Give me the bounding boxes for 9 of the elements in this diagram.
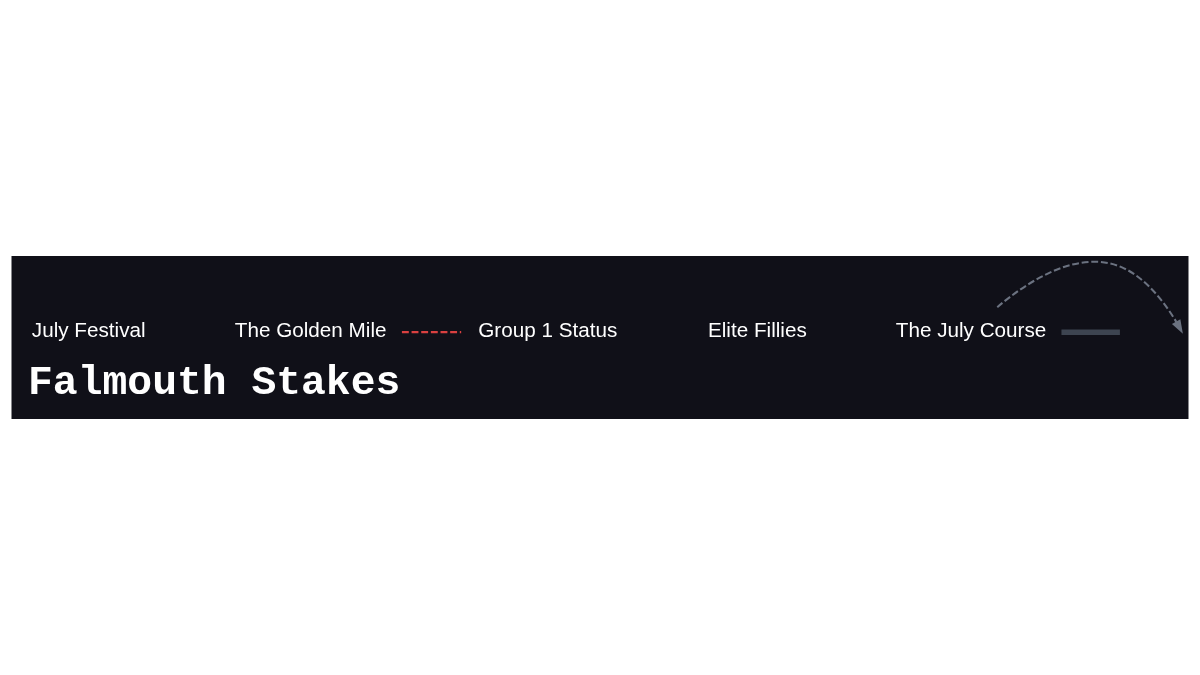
node-text: The July Course [895, 317, 1047, 341]
diagram-title: Falmouth Stakes [28, 360, 401, 407]
node-text: Elite Fillies [707, 317, 807, 341]
node-text: July Festival [31, 317, 146, 341]
connector [401, 331, 462, 334]
arrow [996, 260, 1183, 334]
node-text: Group 1 Status [478, 317, 618, 341]
connector [1061, 329, 1120, 335]
node-text: The Golden Mile [234, 317, 387, 341]
